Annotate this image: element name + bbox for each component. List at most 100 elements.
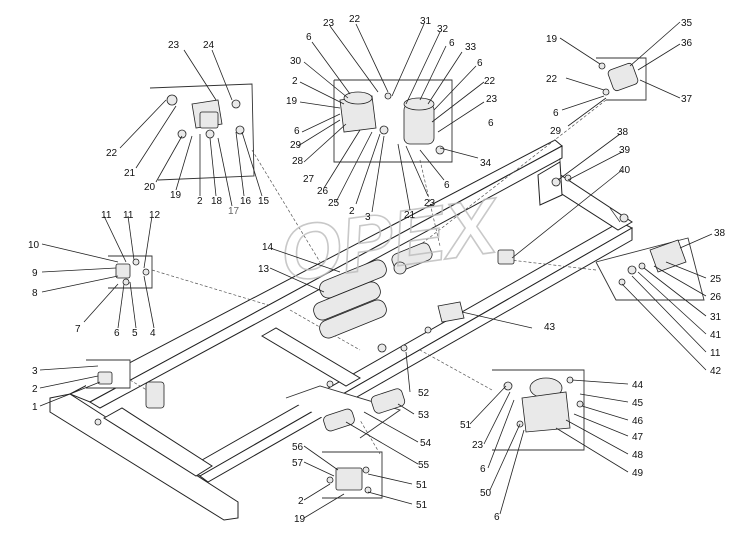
part-label: 26 — [317, 186, 329, 197]
part-label: 6 — [444, 180, 450, 191]
watermark-text: OPEX — [275, 181, 506, 299]
part-label: 3 — [32, 366, 38, 377]
part-label: 15 — [258, 196, 270, 207]
part-label: 55 — [418, 460, 430, 471]
part-label: 29 — [290, 140, 302, 151]
part-label: 6 — [294, 126, 300, 137]
part-label: 27 — [303, 174, 315, 185]
part-label: 9 — [32, 268, 38, 279]
part-label: 29 — [550, 126, 562, 137]
part-label: 13 — [258, 264, 270, 275]
part-label: 54 — [420, 438, 432, 449]
cylinder-right-detail — [618, 239, 687, 286]
part-label: 52 — [418, 388, 430, 399]
part-label: 6 — [480, 464, 486, 475]
part-label: 21 — [404, 210, 416, 221]
part-label: 26 — [710, 292, 722, 303]
part-label: 31 — [420, 16, 432, 27]
part-label: 28 — [292, 156, 304, 167]
part-label: 25 — [710, 274, 722, 285]
air-receivers — [313, 242, 433, 339]
part-label: 23 — [486, 94, 498, 105]
part-label: 2 — [292, 76, 298, 87]
part-label: 51 — [416, 480, 428, 491]
part-label: 40 — [619, 165, 631, 176]
part-label: 46 — [632, 416, 644, 427]
part-label: 22 — [484, 76, 496, 87]
part-label: 19 — [294, 514, 306, 525]
part-label: 23 — [323, 18, 335, 29]
part-label: 18 — [211, 196, 223, 207]
part-label: 19 — [170, 190, 182, 201]
part-label: 11 — [710, 348, 721, 359]
components — [94, 62, 687, 494]
part-label: 6 — [488, 118, 494, 129]
part-label: 14 — [262, 242, 274, 253]
part-label: 39 — [619, 145, 631, 156]
part-label: 47 — [632, 432, 644, 443]
brake-valve-lower-right — [503, 376, 584, 433]
leader-lines — [39, 21, 713, 519]
cylinder-upper-right — [598, 62, 639, 96]
part-label: 11 — [123, 210, 134, 221]
part-label: 3 — [365, 212, 371, 223]
part-label: 22 — [546, 74, 558, 85]
part-label: 37 — [681, 94, 693, 105]
cylinders-center-lower — [323, 343, 408, 432]
part-label: 30 — [290, 56, 302, 67]
valve-assembly-upper-left — [166, 94, 245, 139]
part-label: 32 — [437, 24, 449, 35]
part-label: 19 — [546, 34, 558, 45]
part-label: 21 — [124, 168, 136, 179]
part-label: 2 — [298, 496, 304, 507]
part-label: 50 — [480, 488, 492, 499]
part-label: 5 — [132, 328, 138, 339]
part-label: 11 — [101, 210, 112, 221]
part-label: 4 — [150, 328, 156, 339]
valve-and-receiver-upper-center — [339, 91, 445, 155]
part-label: 12 — [149, 210, 161, 221]
part-label: 17 — [228, 206, 240, 217]
part-label: 7 — [75, 324, 81, 335]
valve-43 — [424, 301, 465, 334]
part-label: 1 — [32, 402, 38, 413]
part-label: 8 — [32, 288, 38, 299]
part-label: 23 — [472, 440, 484, 451]
part-label: 22 — [106, 148, 118, 159]
part-label: 6 — [114, 328, 120, 339]
part-label: 57 — [292, 458, 304, 469]
part-label: 10 — [28, 240, 40, 251]
part-label: 34 — [480, 158, 492, 169]
part-label: 6 — [477, 58, 483, 69]
chassis-frame — [49, 139, 634, 521]
part-number-labels: 23 24 22 21 20 19 2 18 17 16 15 6 23 22 … — [28, 14, 726, 525]
part-label: 2 — [349, 206, 355, 217]
part-label: 23 — [168, 40, 180, 51]
part-label: 38 — [617, 127, 629, 138]
part-label: 6 — [306, 32, 312, 43]
part-label: 6 — [553, 108, 559, 119]
part-label: 22 — [349, 14, 361, 25]
valve-lower-detail — [326, 466, 372, 494]
part-label: 19 — [286, 96, 298, 107]
part-label: 23 — [424, 198, 436, 209]
part-label: 43 — [544, 322, 556, 333]
valve-left — [115, 258, 150, 286]
part-label: 44 — [632, 380, 644, 391]
part-label: 2 — [32, 384, 38, 395]
part-label: 45 — [632, 398, 644, 409]
part-label: 31 — [710, 312, 722, 323]
valve-lower-left — [94, 371, 165, 426]
part-label: 38 — [714, 228, 726, 239]
part-label: 20 — [144, 182, 156, 193]
part-label: 56 — [292, 442, 304, 453]
part-label: 2 — [197, 196, 203, 207]
part-label: 36 — [681, 38, 693, 49]
part-label: 25 — [328, 198, 340, 209]
part-label: 41 — [710, 330, 722, 341]
part-label: 49 — [632, 468, 644, 479]
part-label: 51 — [416, 500, 428, 511]
part-label: 16 — [240, 196, 252, 207]
part-label: 24 — [203, 40, 215, 51]
